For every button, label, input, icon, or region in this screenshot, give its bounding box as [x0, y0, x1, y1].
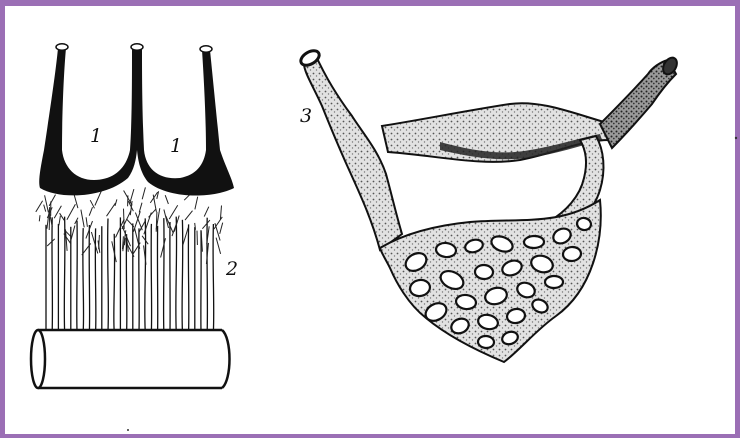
capillary-branch	[220, 223, 223, 234]
capillary-branch	[195, 197, 198, 210]
vessel-opening	[200, 46, 212, 52]
capillary-branch	[59, 216, 61, 226]
capillary-branch	[36, 201, 43, 212]
capillary-line	[182, 220, 183, 331]
vessel-loops	[39, 48, 234, 196]
capillary-branch	[142, 187, 145, 199]
network-hole	[475, 265, 494, 280]
capillary-branch	[220, 206, 221, 220]
capillary-branch	[67, 204, 76, 220]
label-capillaries: 2	[225, 258, 238, 280]
vessel-opening	[56, 44, 68, 50]
capillary-branch	[204, 207, 209, 217]
capillary-branch	[164, 210, 169, 229]
capillary-branch	[86, 217, 87, 227]
capillary-branch	[115, 199, 117, 206]
capillary-line	[145, 218, 146, 331]
capillary-branch	[165, 195, 168, 204]
capillary-branch	[183, 228, 188, 246]
label-loop-b: 1	[170, 135, 182, 157]
capillary-branch	[139, 203, 142, 213]
capillary-branch	[130, 189, 134, 203]
collecting-vessel	[31, 330, 230, 388]
label-loop-a: 1	[90, 125, 102, 147]
network-hole	[478, 335, 495, 348]
capillary-branch	[161, 238, 166, 257]
capillary-branch	[149, 209, 156, 217]
capillary-branch	[49, 195, 55, 206]
capillary-line	[126, 234, 127, 331]
capillary-branch	[153, 195, 156, 212]
network-hole	[524, 236, 544, 249]
capillary-branch	[81, 210, 84, 228]
capillary-branch	[156, 212, 157, 232]
capillary-branch	[89, 207, 92, 216]
capillary-lines	[36, 186, 223, 331]
capillary-branch	[90, 200, 94, 208]
label-network: 3	[300, 105, 312, 127]
speck	[735, 137, 737, 139]
capillary-line	[108, 219, 109, 332]
left-trunk	[304, 56, 402, 250]
network-hole	[545, 276, 563, 288]
capillary-branch	[91, 232, 97, 254]
capillary-branch	[44, 205, 46, 212]
capillary-line	[83, 228, 84, 331]
capillary-branch	[107, 203, 116, 216]
capillary-line	[114, 234, 115, 331]
capillary-branch	[127, 219, 134, 227]
capillary-line	[213, 224, 214, 331]
capillary-line	[176, 217, 177, 331]
right-panel: 3	[298, 48, 679, 362]
capillary-branch	[47, 239, 55, 246]
capillary-branch	[185, 211, 193, 220]
vessel-opening	[131, 44, 143, 50]
speck	[127, 429, 129, 431]
capillary-branch	[39, 215, 40, 221]
network-hole	[562, 246, 581, 262]
left-panel: 1 1 2	[31, 44, 238, 388]
